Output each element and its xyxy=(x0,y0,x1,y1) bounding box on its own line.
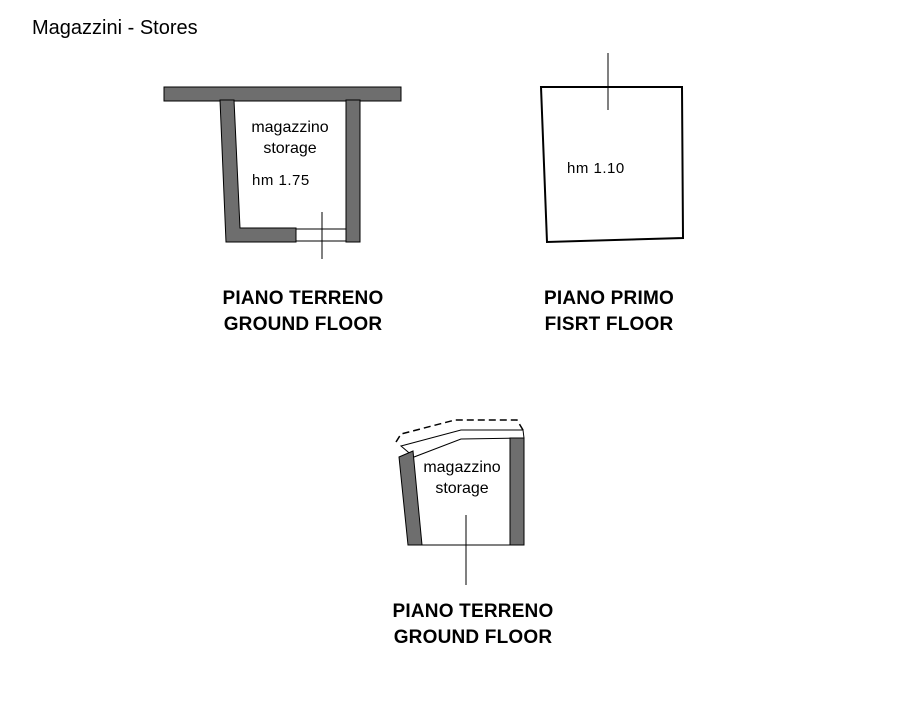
plan-2-height: hm 1.10 xyxy=(567,160,625,177)
plan-1-right-wall xyxy=(345,99,361,243)
plan-2-floor-name-en: FISRT FLOOR xyxy=(544,314,674,335)
plan-3-roof-outline xyxy=(395,419,524,443)
plan-3-room-label: magazzino storage xyxy=(412,457,512,499)
plan-1-room-name-it: magazzino xyxy=(251,119,329,136)
plan-1-room-label: magazzino storage xyxy=(238,117,342,159)
plan-2-floor-label: PIANO PRIMO FISRT FLOOR xyxy=(509,286,709,338)
page-title: Magazzini - Stores xyxy=(32,17,198,39)
plan-1-height: hm 1.75 xyxy=(252,172,310,189)
plan-1-top-wall xyxy=(163,86,402,102)
plan-1-ground-floor xyxy=(163,86,402,259)
plan-3-room-name-it: magazzino xyxy=(423,459,501,476)
plan-2-floor-name-it: PIANO PRIMO xyxy=(544,288,674,309)
plan-1-floor-name-en: GROUND FLOOR xyxy=(223,314,383,335)
plan-3-floor-label: PIANO TERRENO GROUND FLOOR xyxy=(373,599,573,651)
plan-3-floor-name-en: GROUND FLOOR xyxy=(393,627,553,648)
plan-1-room-name-en: storage xyxy=(263,140,317,157)
plan-3-right-wall xyxy=(509,437,525,546)
plan-1-floor-name-it: PIANO TERRENO xyxy=(222,288,384,309)
plan-3-ground-floor xyxy=(395,419,525,585)
plan-1-left-wall xyxy=(219,99,297,243)
plan-3-room-name-en: storage xyxy=(435,480,489,497)
plan-2-first-floor xyxy=(539,53,685,244)
plan-3-floor-name-it: PIANO TERRENO xyxy=(392,601,554,622)
plan-1-floor-label: PIANO TERRENO GROUND FLOOR xyxy=(203,286,403,338)
plan-3-roof-edge xyxy=(399,429,525,458)
plan-2-room-outline xyxy=(539,86,685,244)
